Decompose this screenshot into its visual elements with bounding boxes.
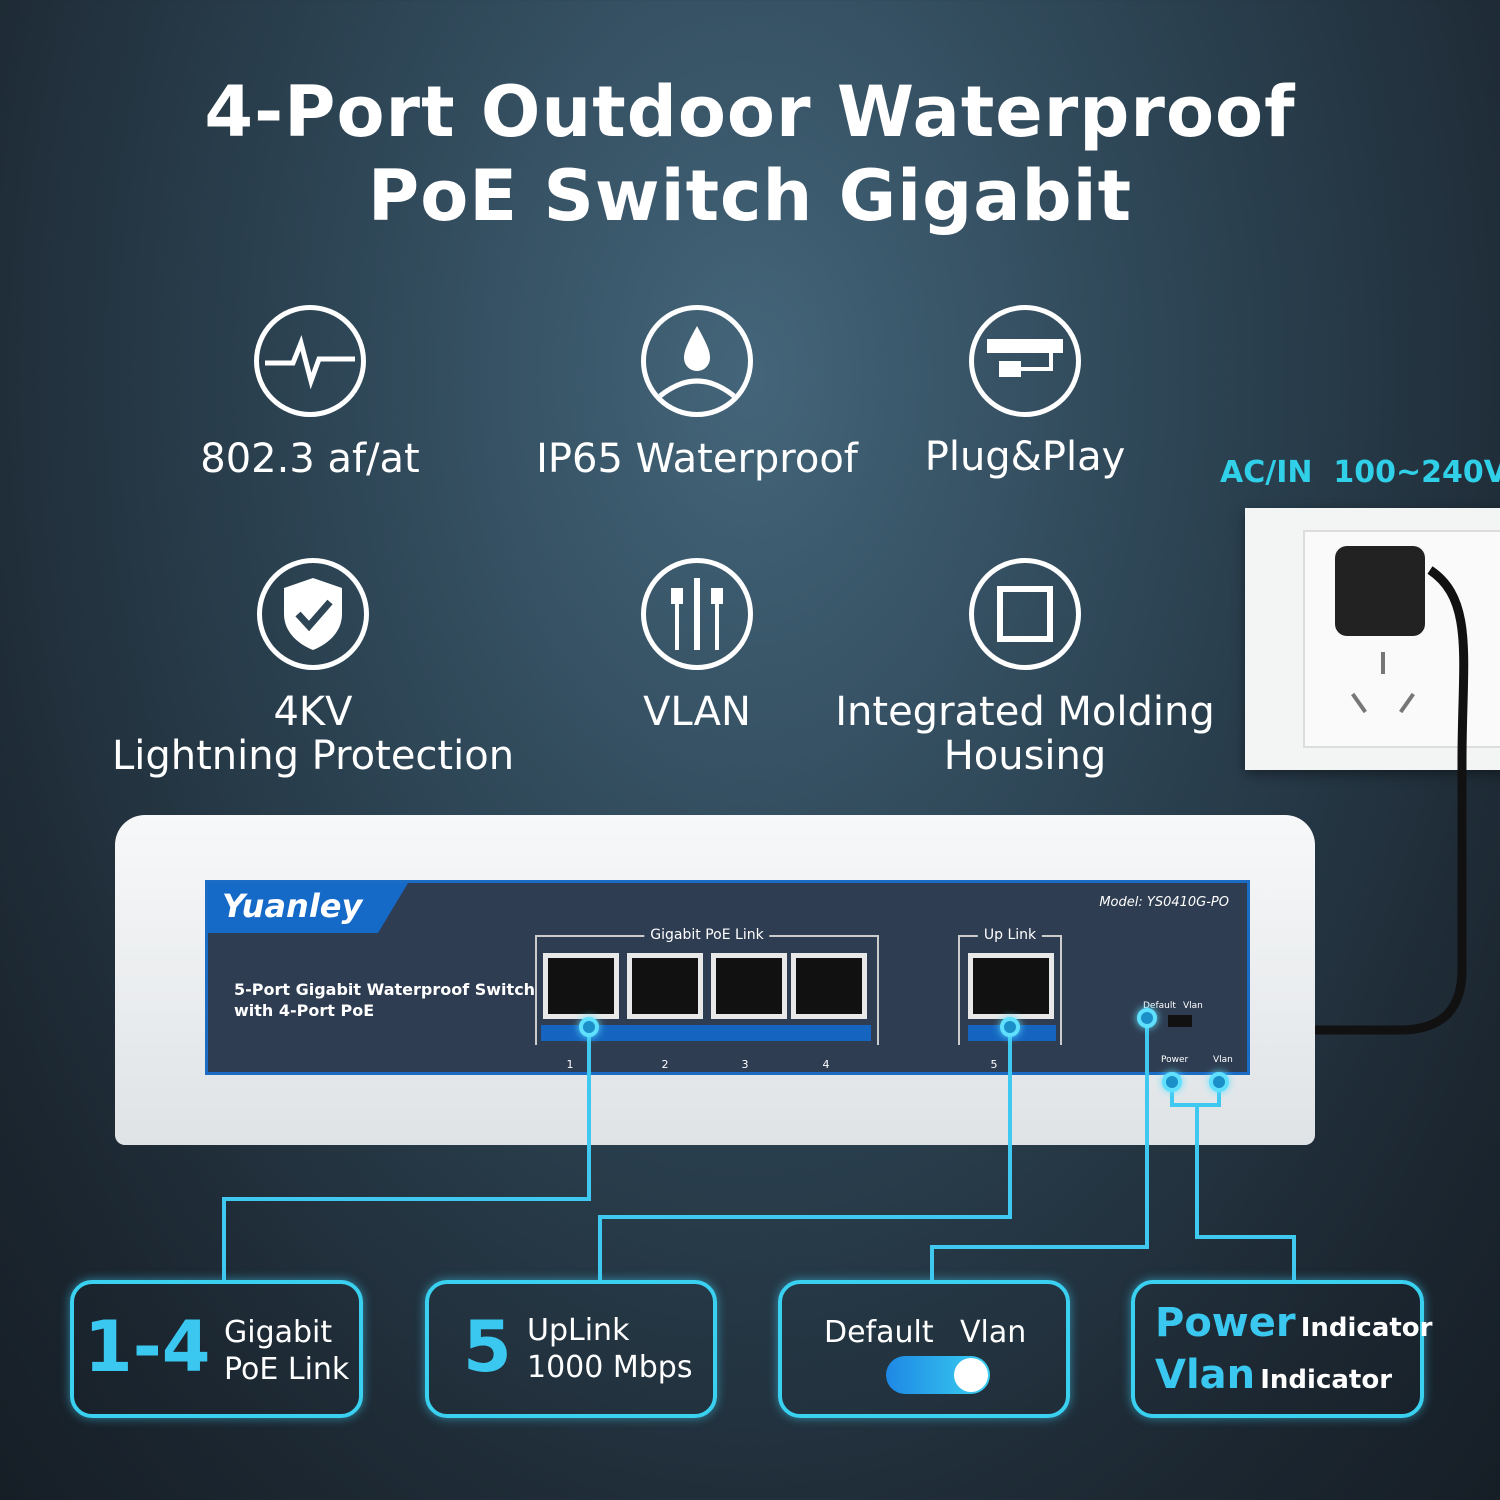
- brand-logo: Yuanley: [208, 883, 408, 933]
- feature-poe-standard: 802.3 af/at: [100, 305, 520, 481]
- feature-plug-play: Plug&Play: [815, 305, 1235, 479]
- vlan-cables-icon: [641, 558, 753, 670]
- switch-front-panel: Yuanley Model: YS0410G-PO 5-Port Gigabit…: [205, 880, 1250, 1075]
- port-number-1: 1: [566, 1058, 574, 1071]
- vlan-dip-switch[interactable]: [1168, 1015, 1192, 1027]
- plug-icon: [969, 305, 1081, 417]
- callout-dot-vlan-led: [1209, 1072, 1229, 1092]
- callout-indicators: Power Indicator Vlan Indicator: [1131, 1280, 1432, 1418]
- square-housing-icon: [969, 558, 1081, 670]
- port-number-3: 3: [741, 1058, 749, 1071]
- poe-port-1[interactable]: [543, 953, 619, 1019]
- wall-outlet: [1245, 508, 1500, 770]
- callout-dot-poe: [579, 1017, 599, 1037]
- feature-lightning: 4KV Lightning Protection: [103, 558, 523, 778]
- model-number: Model: YS0410G-PO: [1099, 895, 1229, 910]
- feature-vlan: VLAN: [487, 558, 907, 734]
- poe-port-2[interactable]: [627, 953, 703, 1019]
- vlan-toggle[interactable]: [886, 1356, 990, 1394]
- toggle-knob: [954, 1358, 988, 1392]
- power-input-label: AC/IN 100~240V: [1220, 455, 1500, 490]
- shield-check-icon: [257, 558, 369, 670]
- port-number-5: 5: [990, 1058, 998, 1071]
- poe-port-3[interactable]: [711, 953, 787, 1019]
- callout-dot-power-led: [1162, 1072, 1182, 1092]
- uplink-port-5[interactable]: [968, 953, 1054, 1019]
- page-title: 4-Port Outdoor Waterproof PoE Switch Gig…: [204, 71, 1296, 237]
- poe-port-4[interactable]: [791, 953, 867, 1019]
- poe-port-group: Gigabit PoE Link: [535, 927, 879, 1045]
- feature-housing: Integrated Molding Housing: [815, 558, 1235, 778]
- power-adapter-plug: [1335, 546, 1425, 636]
- callout-dot-uplink: [1000, 1017, 1020, 1037]
- callout-dot-switch: [1137, 1008, 1157, 1028]
- port-number-2: 2: [661, 1058, 669, 1071]
- heartbeat-icon: [254, 305, 366, 417]
- port-number-4: 4: [822, 1058, 830, 1071]
- water-drop-icon: [641, 305, 753, 417]
- feature-waterproof: IP65 Waterproof: [487, 305, 907, 481]
- callout-vlan-switch: Default Vlan: [778, 1280, 1070, 1418]
